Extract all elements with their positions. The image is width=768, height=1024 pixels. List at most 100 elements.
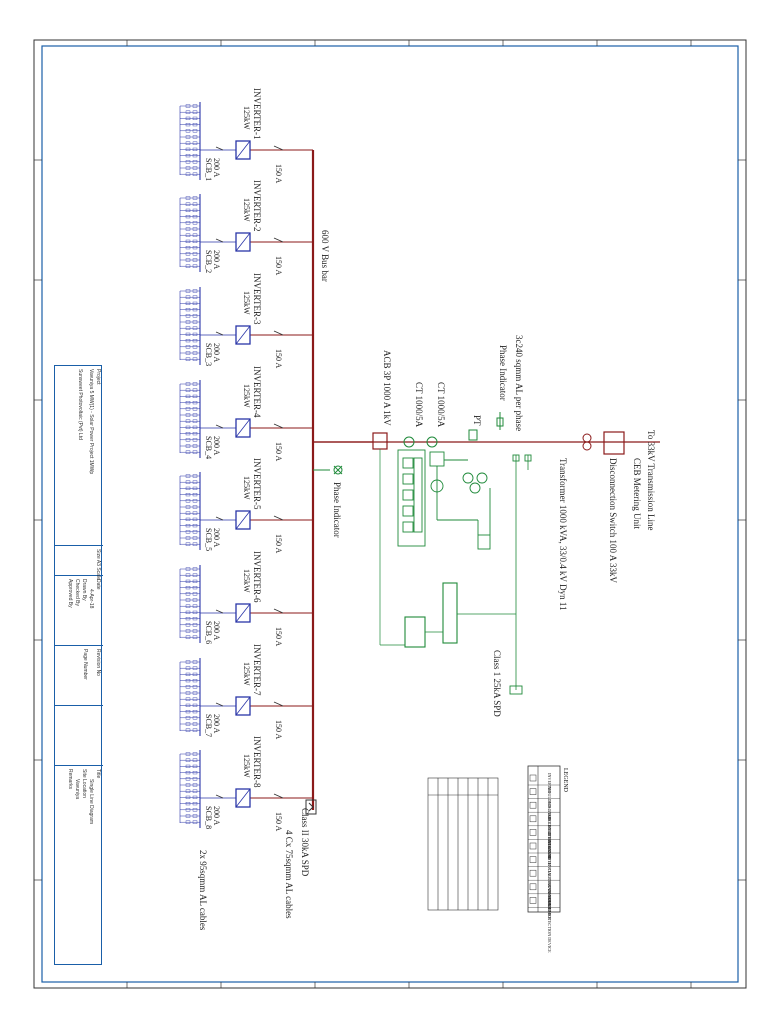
inverter-rating: 125kW: [242, 754, 251, 778]
label-phase-indicator-top: Phase Indicator: [498, 345, 508, 401]
transformer-symbol-a: [582, 433, 592, 443]
feeder-breaker-symbol: [273, 701, 284, 707]
legend-symbol: [529, 801, 537, 809]
scb-rating: 200 A: [212, 436, 221, 456]
blank-cell: [55, 706, 103, 766]
spd-bottom-symbol: [305, 799, 317, 815]
date-value: 4-Apr-18: [88, 589, 94, 609]
ct-symbol-2: [426, 436, 438, 448]
scb-name: SCB_3: [204, 343, 213, 366]
project-value: Vavuniya 5 MW(1) - Solar Power Project 1…: [88, 369, 94, 475]
label-cable-bottom: 4 Cx 75sqmm AL cables: [284, 830, 294, 919]
scb-rating: 200 A: [212, 714, 221, 734]
size-label: Size A3 Scale: [95, 549, 101, 580]
title-label: Title: [95, 769, 101, 779]
feeder-breaker-symbol: [273, 515, 284, 521]
pt-symbol: [468, 429, 478, 441]
grid-connection: [313, 412, 660, 455]
project-label: Project: [95, 369, 101, 385]
label-ceb-metering-unit: CEB Metering Unit: [632, 458, 642, 529]
dates-cell: Date 4-Apr-18 Drawn By Checked By Approv…: [55, 576, 103, 646]
inverter-rating: 125kW: [242, 569, 251, 593]
scb-rating: 200 A: [212, 621, 221, 641]
page-label: Page Number: [82, 649, 88, 680]
scb-name: SCB_7: [204, 714, 213, 737]
feeder-breaker-rating: 150 A: [274, 164, 283, 184]
inner-border: [41, 45, 739, 983]
feeder-breaker-rating: 150 A: [274, 442, 283, 462]
diagram-labels: To 33kV Transmission Line CEB Metering U…: [198, 230, 656, 931]
remarks-label: Remarks: [67, 769, 73, 790]
inverter-name: INVERTER-8: [252, 736, 262, 788]
location-value: Vavuniya: [74, 779, 80, 800]
approved-label: Approved By: [67, 579, 73, 608]
scb-rating: 200 A: [212, 158, 221, 178]
scb-name: SCB_2: [204, 250, 213, 273]
title-block: Project Vavuniya 5 MW(1) - Solar Power P…: [54, 365, 103, 966]
drawn-label: Drawn By: [81, 579, 87, 601]
scb-rating: 200 A: [212, 528, 221, 548]
feeder-breaker-symbol: [273, 423, 284, 429]
metering-protection-panel: [379, 449, 532, 695]
legend-item: ISOLATOR: [547, 800, 552, 820]
scb-rating: 200 A: [212, 343, 221, 363]
scb-string-rack: [179, 194, 201, 272]
label-acb: ACB 3P 1000 A 1kV: [382, 350, 392, 426]
revision-cell: Revision No Page Number: [55, 646, 103, 706]
feeder-breaker-rating: 150 A: [274, 534, 283, 554]
scb-rating: 200 A: [212, 250, 221, 270]
feeder-breaker-rating: 150 A: [274, 349, 283, 369]
legend-item: MOULDED CASE CIRCUIT BREAKER: [547, 787, 552, 858]
location-label: Site Location: [81, 769, 87, 798]
inverter-name: INVERTER-1: [252, 88, 262, 139]
legend-item: VOLTMETER: [547, 841, 552, 866]
scb-string-rack: [179, 472, 201, 550]
scb-string-rack: [179, 658, 201, 736]
scb-string-rack: [179, 287, 201, 365]
revision-label: Revision No: [95, 649, 101, 676]
label-transformer: Transformer 1000 kVA, 33/0.4 kV Dyn 11: [558, 458, 568, 611]
feeder-breaker-symbol: [273, 145, 284, 151]
date-label: Date: [95, 579, 101, 590]
inverter-name: INVERTER-2: [252, 180, 262, 231]
size-cell: Size A3 Scale: [55, 546, 103, 580]
transformer-symbol-b: [582, 441, 592, 451]
legend-title: LEGEND: [562, 768, 568, 793]
label-busbar: 600 V Bus bar: [320, 230, 330, 282]
label-cable-top: 3c240 sqmm AL per phase: [514, 335, 524, 431]
feeder-breaker-rating: 150 A: [274, 627, 283, 647]
feeder-breaker-rating: 150 A: [274, 812, 283, 832]
outer-frame: [33, 39, 747, 989]
ct-symbol-1: [403, 436, 415, 448]
scheme-table: [427, 777, 499, 911]
scb-rating: 200 A: [212, 806, 221, 826]
legend-item: AMPERE METER: [547, 827, 552, 859]
inverter-rating: 125kW: [242, 291, 251, 315]
legend-item: SURGE PROTECTION DEVICE: [547, 895, 552, 953]
feeder-breaker-rating: 150 A: [274, 256, 283, 276]
label-disconnection-switch: Disconnection Switch 100 A 33kV: [608, 458, 618, 583]
title-value: Single Line Diagram: [88, 779, 94, 825]
scb-name: SCB_1: [204, 158, 213, 181]
scb-name: SCB_6: [204, 621, 213, 644]
legend-symbol: [529, 856, 537, 863]
label-ct-2: CT 1000/5A: [414, 382, 424, 428]
acb-box: [372, 432, 388, 450]
inverter-name: INVERTER-3: [252, 273, 262, 325]
legend-item: AIR CIRCUIT BREAKER: [547, 814, 552, 860]
scb-string-rack: [179, 380, 201, 458]
inverter-name: INVERTER-7: [252, 644, 262, 696]
inverter-name: INVERTER-4: [252, 366, 262, 418]
title-block-content: Project Vavuniya 5 MW(1) - Solar Power P…: [55, 366, 103, 966]
inverter-rating: 125kW: [242, 662, 251, 686]
legend-symbol: [529, 815, 537, 823]
